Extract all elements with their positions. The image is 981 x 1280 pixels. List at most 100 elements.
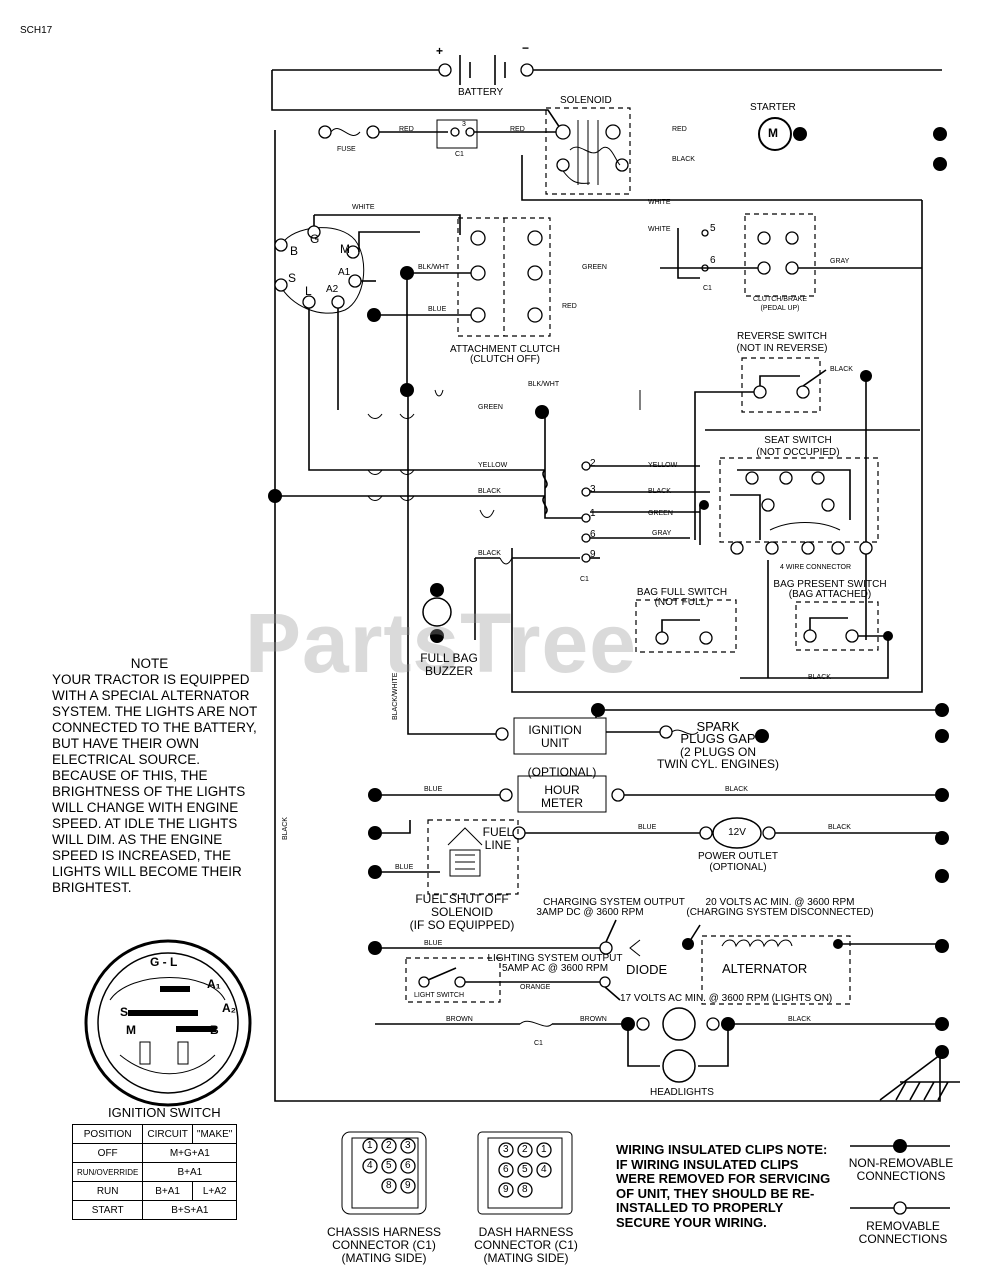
frame-lines [271, 69, 942, 1102]
wire-black-1: BLACK [672, 156, 695, 163]
headlights-row [375, 1007, 949, 1083]
c1-1: C1 [455, 151, 464, 158]
th-position: POSITION [71, 1124, 144, 1144]
wire-yellow-1: YELLOW [478, 462, 508, 469]
ignition-switch-terminals [274, 214, 461, 314]
hour-label: HOUR [544, 783, 580, 797]
cc-pin-5: 5 [386, 1160, 392, 1171]
pin-3: 3 [462, 121, 466, 128]
wire-red-3: RED [672, 126, 687, 133]
power-outlet-label: POWER OUTLET [697, 851, 779, 862]
table-cell: RUN/OVERRIDE [71, 1162, 144, 1182]
dash-connector-drawing [477, 1131, 573, 1215]
bag-present-switch-state: (BAG ATTACHED) [788, 589, 872, 600]
ignition-switch-drawing [84, 939, 252, 1107]
wire-blue-2: BLUE [424, 786, 443, 793]
outlet-12v: 12V [728, 827, 746, 838]
pin-6-a: 6 [710, 255, 716, 266]
cc-pin-4: 4 [367, 1160, 373, 1171]
lights-volts-label: 17 VOLTS AC MIN. @ 3600 RPM (LIGHTS ON) [620, 993, 833, 1004]
table-cell: L+A2 [191, 1181, 238, 1201]
light-switch-row [405, 957, 621, 1003]
seat-switch-label: SEAT SWITCH [764, 435, 832, 446]
wire-gray-1: GRAY [830, 258, 850, 265]
term-s: S [288, 271, 297, 285]
cc-pin-6: 6 [405, 1160, 411, 1171]
wire-white-1: WHITE [648, 199, 671, 206]
wire-blue-1: BLUE [428, 306, 447, 313]
wire-blkwht-2: BLK/WHT [528, 381, 560, 388]
c1-3: C1 [580, 576, 589, 583]
c1-2: C1 [703, 285, 712, 292]
c1-4: C1 [534, 1040, 543, 1047]
term-a2: A2 [326, 284, 339, 295]
dc-pin-5: 5 [522, 1164, 528, 1175]
if-so-equipped-label: (IF SO EQUIPPED) [409, 918, 515, 932]
table-cell: M+G+A1 [142, 1143, 238, 1163]
wire-red-4: RED [562, 303, 577, 310]
wire-brown-1: BROWN [446, 1016, 473, 1023]
clutch-brake-symbol [660, 213, 922, 297]
watermark: PartsTree [245, 596, 637, 690]
removable-connections: CONNECTIONS [858, 1232, 948, 1246]
table-cell: B+A1 [142, 1162, 238, 1182]
legend-symbols [850, 1139, 950, 1215]
lighting-output-amp: 5AMP AC @ 3600 RPM [501, 963, 609, 974]
cc-pin-9: 9 [405, 1180, 411, 1191]
note-block: NOTE YOUR TRACTOR IS EQUIPPED WITH A SPE… [52, 656, 267, 896]
term-l: L [305, 284, 312, 298]
cc-pin-2: 2 [386, 1140, 392, 1151]
clutch-brake-label: CLUTCH/BRAKE [752, 296, 808, 303]
dash-connector-side: (MATING SIDE) [483, 1251, 569, 1265]
starter-symbol [758, 117, 947, 171]
dc-pin-6: 6 [503, 1164, 509, 1175]
pin-5-a: 5 [710, 223, 716, 234]
wire-blkwht: BLK/WHT [418, 264, 450, 271]
wire-brown-2: BROWN [580, 1016, 607, 1023]
table-cell: B+A1 [142, 1181, 193, 1201]
term-b: B [290, 244, 299, 258]
dc-pin-2: 2 [522, 1144, 528, 1155]
bag-full-switch-state: (NOT FULL) [654, 597, 710, 608]
fuel-shutoff-label: FUEL SHUT OFF [415, 892, 509, 906]
removable-label: REMOVABLE [866, 1219, 940, 1233]
wire-blue-4: BLUE [395, 864, 414, 871]
wire-black-6: BLACK [808, 674, 831, 681]
wire-blue-3: BLUE [638, 824, 657, 831]
charging-row [368, 919, 949, 1005]
dc-pin-3: 3 [503, 1144, 509, 1155]
wire-black-7: BLACK [725, 786, 748, 793]
th-make: "MAKE" [191, 1124, 238, 1144]
chassis-connector-label: CHASSIS HARNESS [326, 1225, 442, 1239]
wire-red-1: RED [399, 126, 414, 133]
starter-motor-m: M [768, 126, 778, 140]
c1-pins [474, 461, 710, 640]
pin-9: 9 [590, 549, 596, 560]
table-cell: OFF [71, 1143, 144, 1163]
line-label: LINE [484, 838, 512, 852]
four-wire-label: 4 WIRE CONNECTOR [780, 564, 852, 571]
chassis-connector-c1: CONNECTOR (C1) [332, 1238, 436, 1252]
full-bag-buzzer-symbol [422, 583, 452, 643]
wire-blue-5: BLUE [424, 940, 443, 947]
wire-black-4: BLACK [648, 488, 671, 495]
ignition-switch-label: IGNITION SWITCH [108, 1105, 221, 1120]
light-switch-label: LIGHT SWITCH [414, 992, 465, 999]
headlights-label: HEADLIGHTS [650, 1087, 714, 1098]
charging-volts-label: 20 VOLTS AC MIN. @ 3600 RPM [705, 897, 855, 908]
reverse-switch-symbol [694, 357, 920, 640]
wire-black-9: BLACK [282, 817, 289, 840]
spark-label: SPARK [696, 719, 740, 734]
wire-orange: ORANGE [520, 984, 551, 991]
ign-m: M [126, 1023, 136, 1037]
wire-green-2: GREEN [478, 404, 503, 411]
chassis-connector-side: (MATING SIDE) [341, 1251, 427, 1265]
wire-green-1: GREEN [582, 264, 607, 271]
doc-id: SCH17 [20, 25, 53, 36]
dash-connector-label: DASH HARNESS [478, 1225, 574, 1239]
charging-disconnected-label: (CHARGING SYSTEM DISCONNECTED) [686, 907, 874, 918]
battery-symbol [438, 55, 534, 85]
wire-black-3: BLACK [478, 488, 501, 495]
wire-black-8: BLACK [828, 824, 851, 831]
